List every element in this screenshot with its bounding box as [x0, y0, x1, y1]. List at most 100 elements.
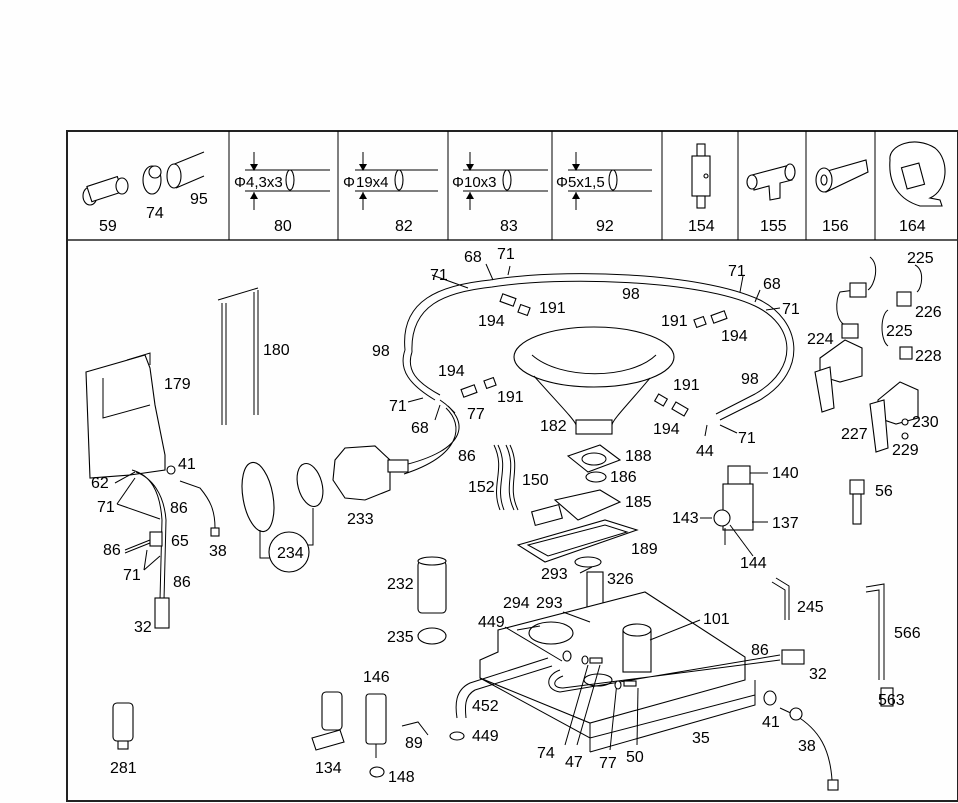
callout-71: 71: [389, 398, 407, 415]
callout-44: 44: [696, 443, 714, 460]
part-label-156: 156: [822, 218, 849, 235]
callout-101: 101: [703, 611, 730, 628]
callout-71: 71: [123, 567, 141, 584]
callout-134: 134: [315, 760, 342, 777]
fitting-56-icon: [849, 479, 865, 525]
hose-452-icon: [455, 657, 553, 719]
diameter-symbol: Φ: [452, 174, 464, 191]
valve-block-icon: [700, 465, 768, 557]
hose-nipple-icon: [82, 175, 129, 206]
part-label-59: 59: [99, 218, 117, 235]
legend-cell-connector-156: 156: [815, 159, 869, 235]
impeller-icon: [296, 462, 324, 508]
legend-cell-hose-82: Φ 19x4 82: [343, 152, 438, 235]
callout-62: 62: [91, 475, 109, 492]
callout-71: 71: [430, 267, 448, 284]
pipe-566-icon: [865, 583, 885, 680]
legend-cell-tee-155: 155: [746, 163, 796, 235]
gasket-188-icon: [566, 444, 622, 473]
leader-234: [259, 508, 314, 559]
hose-section-icon: [285, 169, 295, 191]
callout-449: 449: [472, 728, 499, 745]
legend-cell-hose-80: Φ 4,3x3 80: [234, 152, 330, 235]
legend-cell-blower-164: 164: [889, 141, 946, 235]
fittings-set: [460, 293, 728, 417]
hose-clamp-293a-icon: [574, 556, 602, 568]
sensor-38b-icon: [763, 690, 839, 791]
callout-86: 86: [103, 542, 121, 559]
diameter-symbol: Φ: [234, 174, 246, 191]
callout-234: 234: [277, 545, 304, 562]
callout-77: 77: [599, 755, 617, 772]
callout-98: 98: [372, 343, 390, 360]
part-label-154: 154: [688, 218, 715, 235]
filter-232-icon: [417, 556, 447, 614]
pipe-245-icon: [771, 577, 790, 620]
hose-dimension-92: 5x1,5: [568, 174, 605, 191]
hose-dimension-80: 4,3x3: [246, 174, 283, 191]
diameter-symbol: Φ: [556, 174, 568, 191]
bracket-180-icon: [217, 287, 259, 425]
callout-71: 71: [782, 301, 800, 318]
callout-152: 152: [468, 479, 495, 496]
callout-225: 225: [886, 323, 913, 340]
callout-98: 98: [622, 286, 640, 303]
valve-224-icon: [814, 256, 877, 413]
legend-cell-hose-fittings: 59 74 95: [82, 151, 208, 235]
callout-180: 180: [263, 342, 290, 359]
callout-228: 228: [915, 348, 942, 365]
legend-cell-hose-92: Φ 5x1,5 92: [556, 152, 652, 235]
callout-labels: 71 68 71 98 71 68 71 194 191 191 194 180…: [91, 246, 942, 786]
callout-32: 32: [134, 619, 152, 636]
hose-86-main: [399, 399, 460, 475]
callout-146: 146: [363, 669, 390, 686]
diameter-symbol: Φ: [343, 174, 355, 191]
housing-179-icon: [85, 352, 166, 479]
callout-227: 227: [841, 426, 868, 443]
callout-189: 189: [631, 541, 658, 558]
callout-137: 137: [772, 515, 799, 532]
legend-cell-hose-83: Φ 10x3 83: [452, 152, 548, 235]
callout-150: 150: [522, 472, 549, 489]
callout-68: 68: [763, 276, 781, 293]
callout-194: 194: [478, 313, 505, 330]
callout-182: 182: [540, 418, 567, 435]
callout-71: 71: [97, 499, 115, 516]
callout-86: 86: [173, 574, 191, 591]
legend-cell-spacer-154: 154: [688, 143, 715, 235]
callout-71: 71: [738, 430, 756, 447]
hose-section-icon: [608, 169, 618, 191]
callout-143: 143: [672, 510, 699, 527]
hose-section-icon: [394, 169, 404, 191]
callout-86: 86: [751, 642, 769, 659]
callout-140: 140: [772, 465, 799, 482]
callout-41: 41: [762, 714, 780, 731]
callout-56: 56: [875, 483, 893, 500]
cap-294-icon: [528, 621, 574, 645]
part-label-155: 155: [760, 218, 787, 235]
callout-232: 232: [387, 576, 414, 593]
callout-194: 194: [438, 363, 465, 380]
callout-563: 563: [878, 692, 905, 709]
pump-134-icon: [311, 691, 345, 751]
tray-189-icon: [516, 519, 639, 563]
gasket-icon: [241, 461, 275, 533]
clamp-449b-icon: [449, 731, 465, 741]
part-label-74: 74: [146, 205, 164, 222]
o-ring-235-icon: [417, 627, 447, 645]
hose-86-tank: [548, 649, 805, 693]
callout-194: 194: [721, 328, 748, 345]
part-label-95: 95: [190, 191, 208, 208]
callout-148: 148: [388, 769, 415, 786]
callout-179: 179: [164, 376, 191, 393]
part-label-82: 82: [395, 218, 413, 235]
callout-98: 98: [741, 371, 759, 388]
flange-185-icon: [530, 489, 622, 527]
callout-226: 226: [915, 304, 942, 321]
callout-35: 35: [692, 730, 710, 747]
callout-229: 229: [892, 442, 919, 459]
callout-452: 452: [472, 698, 499, 715]
part-label-164: 164: [899, 218, 926, 235]
callout-281: 281: [110, 760, 137, 777]
